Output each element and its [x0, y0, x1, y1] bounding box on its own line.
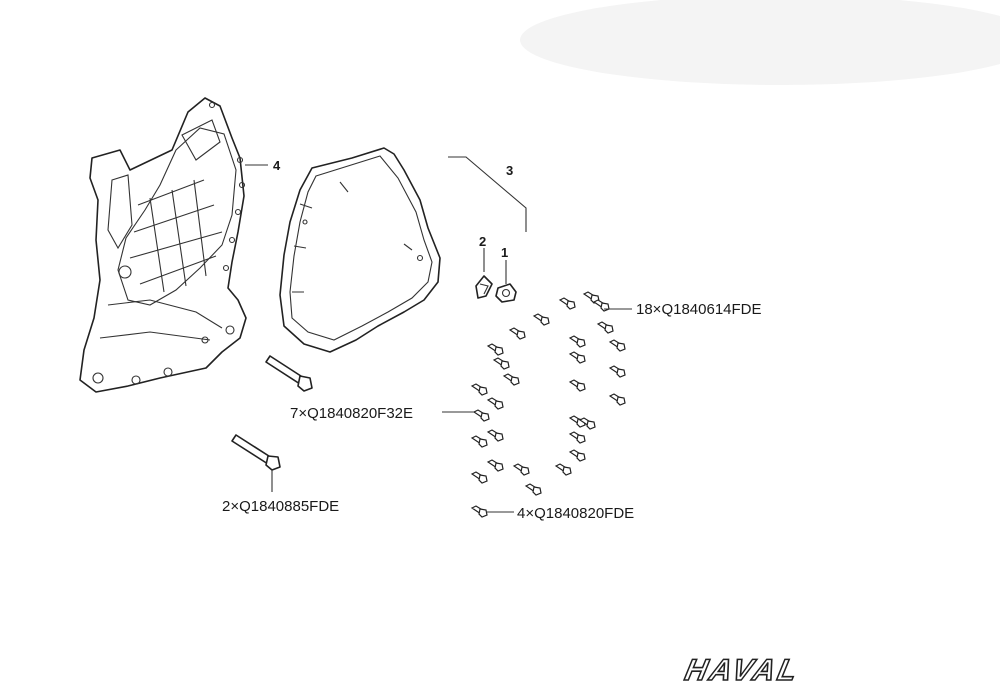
- small-bolt: [486, 459, 504, 472]
- small-bolt: [502, 373, 520, 386]
- callout-18-bolts: 18×Q1840614FDE: [636, 301, 762, 318]
- callout-1: 1: [501, 245, 508, 260]
- small-bolt: [568, 431, 586, 444]
- brand-logo: HAVAL: [682, 654, 803, 687]
- long-bolt-upper: [265, 355, 313, 392]
- small-bolt: [532, 313, 550, 326]
- small-bolt: [470, 383, 488, 396]
- small-bolt: [608, 365, 626, 378]
- background-smudge: [520, 0, 1000, 85]
- callout-2: 2: [479, 234, 486, 249]
- small-bolt: [472, 409, 490, 422]
- small-bolt: [596, 321, 614, 334]
- small-bolt: [578, 417, 596, 430]
- small-bolt: [470, 471, 488, 484]
- small-bolt: [492, 357, 510, 370]
- small-bolt: [608, 339, 626, 352]
- plug: [495, 283, 517, 303]
- small-bolt: [524, 483, 542, 496]
- timing-case-housing: [79, 97, 247, 393]
- small-bolt: [568, 335, 586, 348]
- callout-2-bolts: 2×Q1840885FDE: [222, 498, 339, 515]
- small-bolts-group: [470, 291, 626, 518]
- small-bolt: [512, 463, 530, 476]
- small-bolt: [608, 393, 626, 406]
- small-bolt: [486, 397, 504, 410]
- long-bolt-lower: [231, 434, 281, 471]
- callout-3: 3: [506, 163, 513, 178]
- timing-cover: [279, 147, 441, 353]
- callout-4-bolts: 4×Q1840820FDE: [517, 505, 634, 522]
- small-bolt: [508, 327, 526, 340]
- small-bolt: [486, 343, 504, 356]
- small-bolt: [568, 379, 586, 392]
- small-bolt: [470, 435, 488, 448]
- small-bolt: [568, 351, 586, 364]
- small-bolt: [470, 505, 488, 518]
- callout-7-bolts: 7×Q1840820F32E: [290, 405, 413, 422]
- seal-ring: [475, 275, 493, 299]
- small-bolt: [558, 297, 576, 310]
- small-bolt: [554, 463, 572, 476]
- small-bolt: [568, 449, 586, 462]
- callout-4: 4: [273, 158, 281, 173]
- leader-line-3: [448, 156, 527, 232]
- small-bolt: [486, 429, 504, 442]
